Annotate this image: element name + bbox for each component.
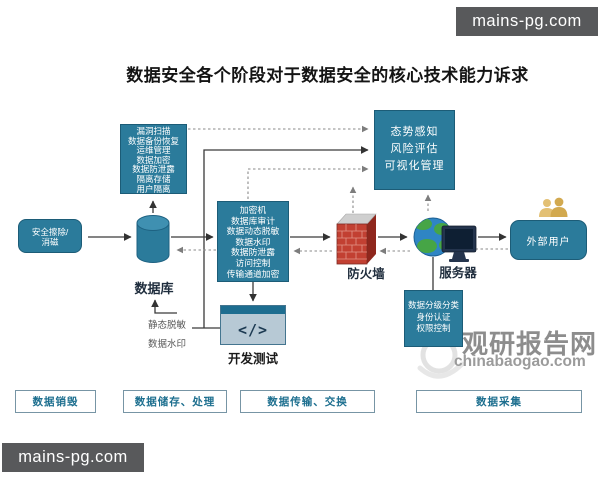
transfer-capabilities-box: 加密机 数据库审计 数据动态脱敏 数据水印 数据防泄露 访问控制 传输通道加密 xyxy=(217,201,289,282)
capability-line: 数据防泄露 xyxy=(132,164,175,175)
stage-data-destruction: 数据销毁 xyxy=(15,390,96,413)
capability-line: 数据分级分类 xyxy=(407,300,459,310)
capability-line: 加密机 xyxy=(239,205,267,215)
dev-test-label: 开发测试 xyxy=(227,352,278,366)
data-watermark-label: 数据水印 xyxy=(148,339,187,350)
stage-data-collection: 数据采集 xyxy=(416,390,582,413)
stage-data-storage-processing: 数据储存、处理 xyxy=(123,390,227,413)
page-title: 数据安全各个阶段对于数据安全的核心技术能力诉求 xyxy=(126,66,529,85)
watermark-bottom-left: mains-pg.com xyxy=(2,443,144,472)
database-cylinder-icon xyxy=(136,215,170,263)
firewall-label: 防火墙 xyxy=(347,267,385,281)
external-user-box: 外部用户 xyxy=(510,220,587,260)
capability-line: 数据水印 xyxy=(235,236,271,247)
server-label: 服务器 xyxy=(439,266,477,280)
capability-line: 数据库审计 xyxy=(231,215,275,226)
capability-line: 身份认证 xyxy=(416,311,451,322)
capability-line: 用户隔离 xyxy=(136,183,171,194)
collection-capabilities-box: 数据分级分类 身份认证 权限控制 xyxy=(404,290,463,347)
capability-line: 访问控制 xyxy=(235,257,271,268)
capability-line: 可视化管理 xyxy=(384,160,445,172)
code-icon: </> xyxy=(237,321,269,339)
capability-line: 消磁 xyxy=(41,237,59,247)
capability-line: 风险评估 xyxy=(390,143,439,155)
external-user-label: 外部用户 xyxy=(526,236,571,248)
capability-line: 传输通道加密 xyxy=(226,268,280,279)
capability-line: 数据防泄露 xyxy=(231,247,275,258)
watermark-site-url: chinabaogao.com xyxy=(454,353,586,370)
monitoring-capabilities-box: 态势感知 风险评估 可视化管理 xyxy=(374,110,455,190)
stage-data-transmission-exchange: 数据传输、交换 xyxy=(240,390,375,413)
dev-test-window: </> xyxy=(220,305,286,345)
server-globe-icon xyxy=(413,217,477,262)
capability-line: 安全擦除/ xyxy=(31,227,69,237)
capability-line: 权限控制 xyxy=(416,323,451,333)
firewall-icon xyxy=(336,213,377,265)
capability-line: 态势感知 xyxy=(390,126,439,138)
storage-capabilities-box: 漏洞扫描 数据备份恢复 运维管理 数据加密 数据防泄露 隔离存储 用户隔离 xyxy=(120,124,187,194)
external-users-icon xyxy=(539,197,568,217)
window-titlebar xyxy=(221,306,285,314)
capability-line: 数据动态脱敏 xyxy=(226,226,280,237)
secure-erase-box: 安全擦除/ 消磁 xyxy=(18,219,82,253)
capability-line: 隔离存储 xyxy=(136,173,171,184)
capability-line: 漏洞扫描 xyxy=(136,126,171,136)
static-masking-label: 静态脱敏 xyxy=(148,320,187,331)
capability-line: 运维管理 xyxy=(136,145,171,156)
watermark-top-right: mains-pg.com xyxy=(456,7,598,36)
capability-line: 数据加密 xyxy=(136,154,171,165)
watermark-site-name: 观研报告网 xyxy=(462,329,598,359)
capability-line: 数据备份恢复 xyxy=(127,135,179,146)
database-label: 数据库 xyxy=(134,281,174,296)
